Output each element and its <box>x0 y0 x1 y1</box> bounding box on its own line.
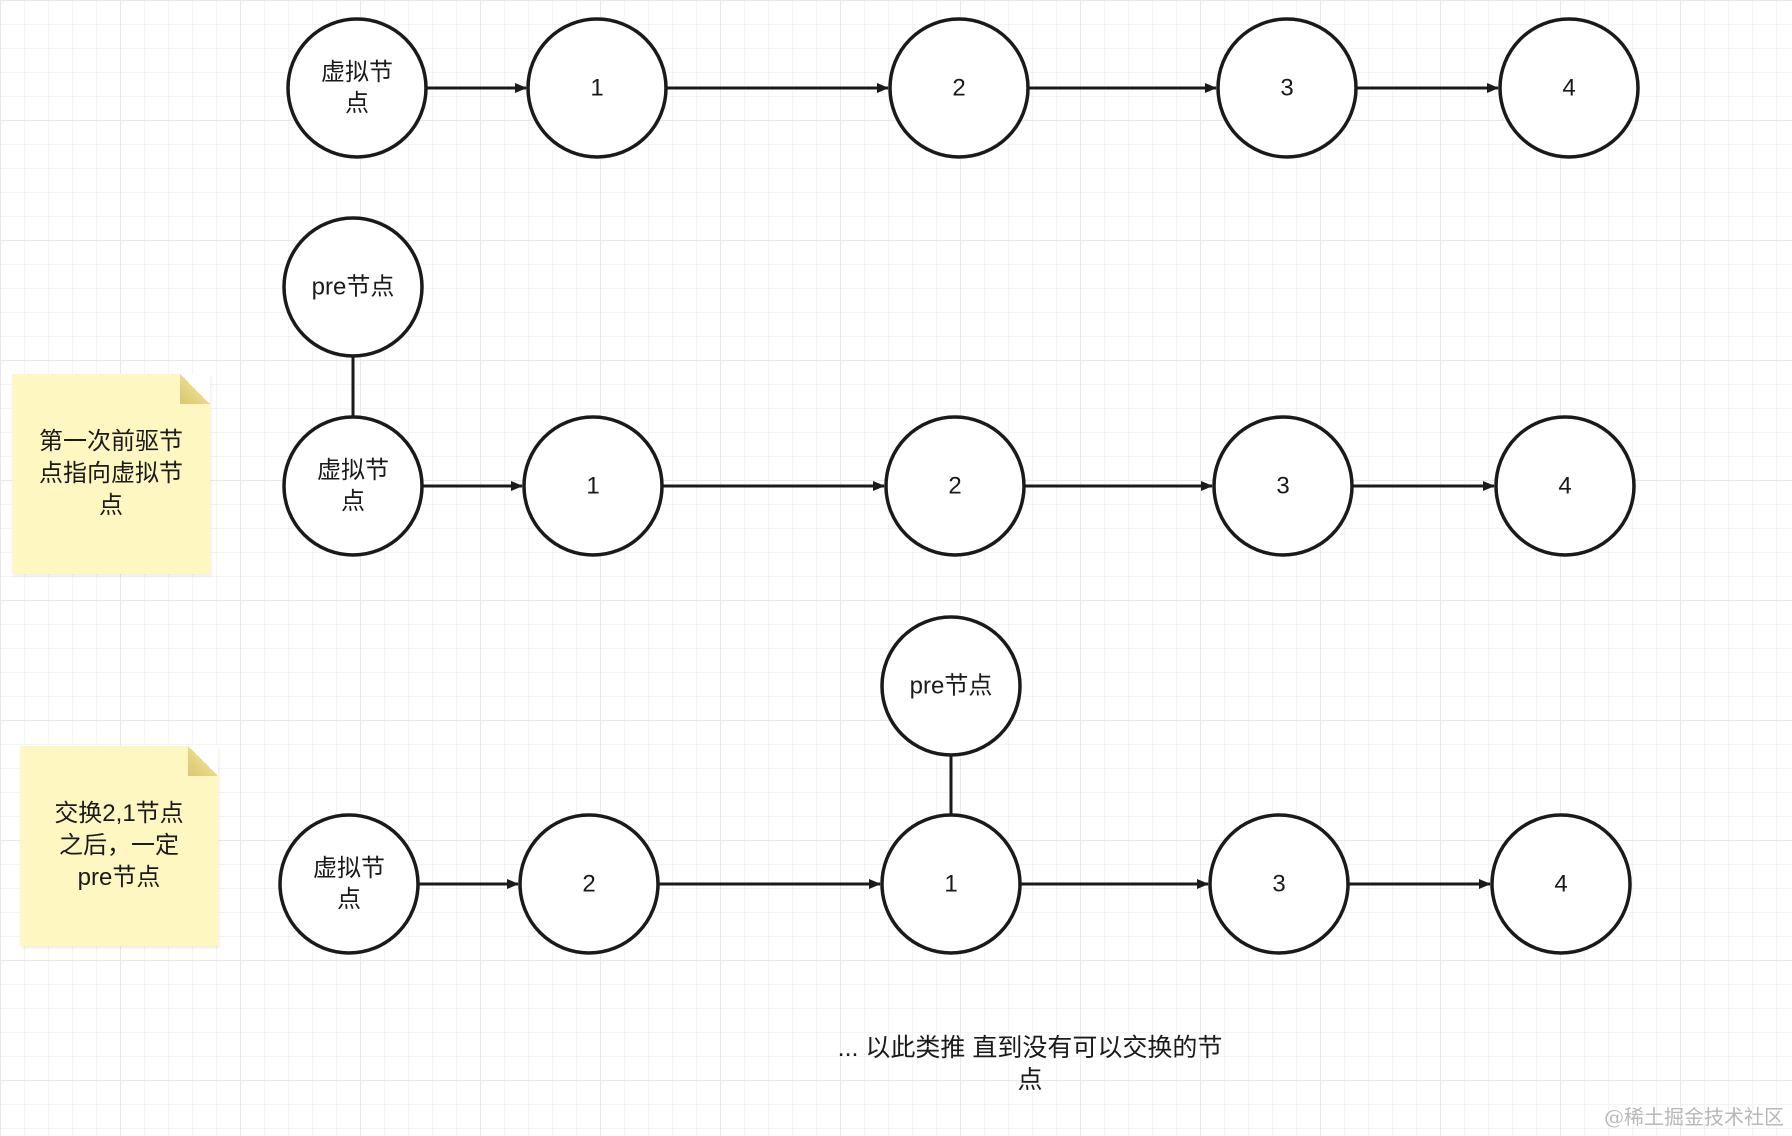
node-row2-n2: 2 <box>884 415 1026 557</box>
node-row2-n3: 3 <box>1212 415 1354 557</box>
node-row1-dummy-label: 点 <box>345 90 369 117</box>
watermark: @稀土掘金技术社区 <box>1604 1105 1784 1129</box>
node-row3-n3: 3 <box>1208 813 1350 955</box>
node-row1-n2: 2 <box>888 17 1030 159</box>
pre-node-row2-label: pre节点 <box>312 274 395 301</box>
node-row2-n4: 4 <box>1494 415 1636 557</box>
node-row1-n2-label: 2 <box>952 75 965 102</box>
node-row2-n4-label: 4 <box>1558 473 1571 500</box>
node-row2-n1: 1 <box>522 415 664 557</box>
node-row3-n1-label: 1 <box>944 871 957 898</box>
node-row3-n1: 1 <box>880 813 1022 955</box>
node-row2-n1-label: 1 <box>586 473 599 500</box>
node-row2-dummy-label: 虚拟节 <box>317 457 389 484</box>
node-row3-n4-label: 4 <box>1554 871 1567 898</box>
node-row3-n2-label: 2 <box>582 871 595 898</box>
node-row2-dummy-label: 点 <box>341 488 365 515</box>
node-row1-n1: 1 <box>526 17 668 159</box>
node-row3-n4: 4 <box>1490 813 1632 955</box>
node-row1-n4: 4 <box>1498 17 1640 159</box>
sticky-note-after-swap: 交换2,1节点 之后，一定 pre节点 <box>20 746 218 946</box>
node-row3-n3-label: 3 <box>1272 871 1285 898</box>
caption-continue: ... 以此类推 直到没有可以交换的节 点 <box>837 1034 1223 1094</box>
node-row3-dummy-label: 点 <box>337 886 361 913</box>
node-row1-n3: 3 <box>1216 17 1358 159</box>
node-row3-n2: 2 <box>518 813 660 955</box>
node-row1-n4-label: 4 <box>1562 75 1575 102</box>
pre-node-row2: pre节点 <box>282 216 424 358</box>
node-row2-n2-label: 2 <box>948 473 961 500</box>
pre-node-row3: pre节点 <box>880 615 1022 757</box>
node-row1-dummy-label: 虚拟节 <box>321 59 393 86</box>
note-first-step-text: 第一次前驱节 点指向虚拟节 点 <box>39 428 183 519</box>
sticky-note-first-step: 第一次前驱节 点指向虚拟节 点 <box>12 374 210 574</box>
node-row2-n3-label: 3 <box>1276 473 1289 500</box>
pre-node-row3-label: pre节点 <box>910 673 993 700</box>
node-row1-n1-label: 1 <box>590 75 603 102</box>
node-row3-dummy-label: 虚拟节 <box>313 855 385 882</box>
node-row1-n3-label: 3 <box>1280 75 1293 102</box>
note-after-swap-text: 交换2,1节点 之后，一定 pre节点 <box>54 800 184 891</box>
